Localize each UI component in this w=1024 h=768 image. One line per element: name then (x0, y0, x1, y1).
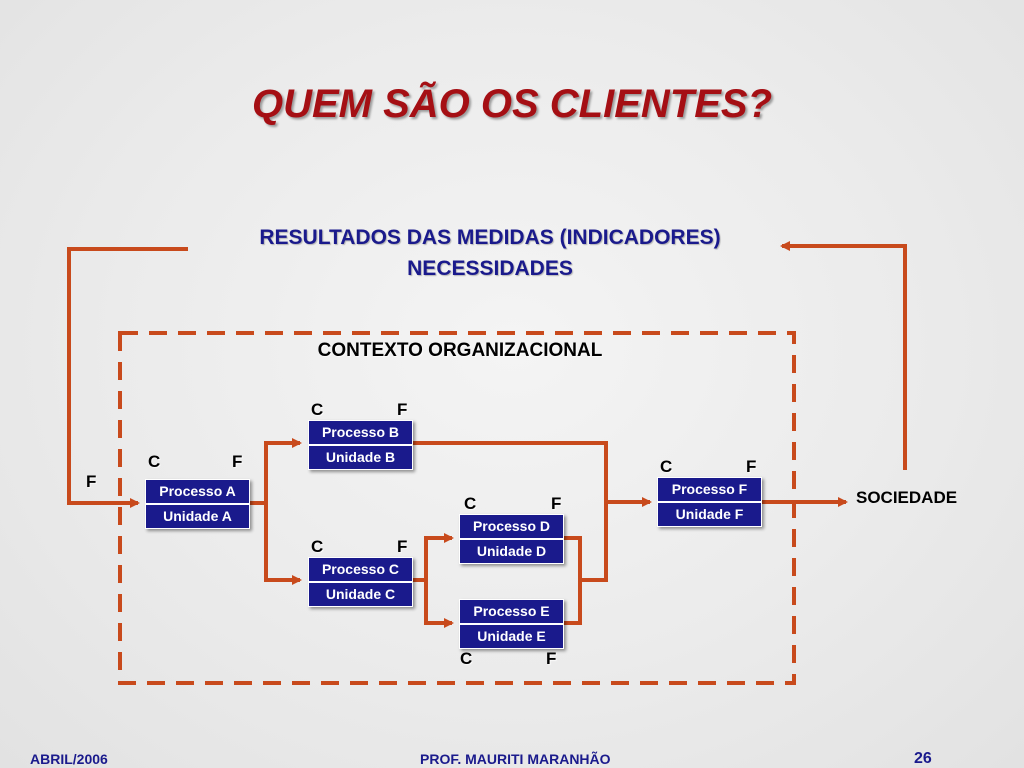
node-f-box: Processo F Unidade F (657, 477, 762, 527)
arrow-b-to-f (411, 441, 652, 507)
node-d-client-label: C (464, 494, 477, 513)
node-a-box: Processo A Unidade A (145, 479, 250, 529)
node-b-client-label: C (311, 400, 324, 419)
node-a-process: Processo A (159, 483, 236, 499)
footer-date: ABRIL/2006 (30, 751, 108, 767)
subtitle-line-1: RESULTADOS DAS MEDIDAS (INDICADORES) (259, 226, 721, 249)
arrow-c-to-d (411, 533, 454, 582)
context-dashed-border (118, 331, 796, 685)
node-b-supplier-label: F (397, 400, 408, 419)
arrow-a-to-b (248, 438, 302, 505)
node-e-unit: Unidade E (460, 623, 563, 648)
node-c-client-label: C (311, 537, 324, 556)
node-a-unit: Unidade A (146, 503, 249, 528)
node-e-client-label: C (460, 649, 473, 668)
node-c-unit: Unidade C (309, 581, 412, 606)
subtitle-line-2: NECESSIDADES (407, 257, 573, 280)
slide-title: QUEM SÃO OS CLIENTES? (251, 82, 773, 126)
node-c-process: Processo C (321, 561, 400, 577)
node-d-process: Processo D (472, 518, 551, 534)
node-d-unit: Unidade D (460, 538, 563, 563)
footer-page-number: 26 (914, 750, 932, 767)
feedback-path-left (67, 247, 188, 508)
node-f-supplier-label: F (746, 457, 757, 476)
node-f-unit: Unidade F (658, 501, 761, 526)
subtitle: RESULTADOS DAS MEDIDAS (INDICADORES) NEC… (150, 222, 830, 284)
line-e-to-merge (562, 580, 582, 625)
node-c-box: Processo C Unidade C (308, 557, 413, 607)
node-e-box: Processo E Unidade E (459, 599, 564, 649)
node-b-unit: Unidade B (309, 444, 412, 469)
return-path-right (780, 241, 907, 470)
node-e-supplier-label: F (546, 649, 557, 668)
sociedade-label: SOCIEDADE (856, 488, 958, 507)
node-b-box: Processo B Unidade B (308, 420, 413, 470)
node-b-process: Processo B (321, 424, 400, 440)
node-a-supplier-label: F (232, 452, 243, 471)
node-f-client-label: C (660, 457, 673, 476)
node-d-supplier-label: F (551, 494, 562, 513)
feedback-supplier-label: F (86, 472, 97, 491)
node-e-process: Processo E (473, 603, 550, 619)
arrow-a-to-c (264, 503, 302, 585)
node-f-process: Processo F (671, 481, 748, 497)
node-c-supplier-label: F (397, 537, 408, 556)
context-label: CONTEXTO ORGANIZACIONAL (317, 340, 603, 361)
arrow-c-to-e (424, 580, 454, 628)
node-a-client-label: C (148, 452, 161, 471)
node-d-box: Processo D Unidade D (459, 514, 564, 564)
footer-author: PROF. MAURITI MARANHÃO (420, 751, 611, 767)
line-d-to-merge (562, 502, 608, 582)
